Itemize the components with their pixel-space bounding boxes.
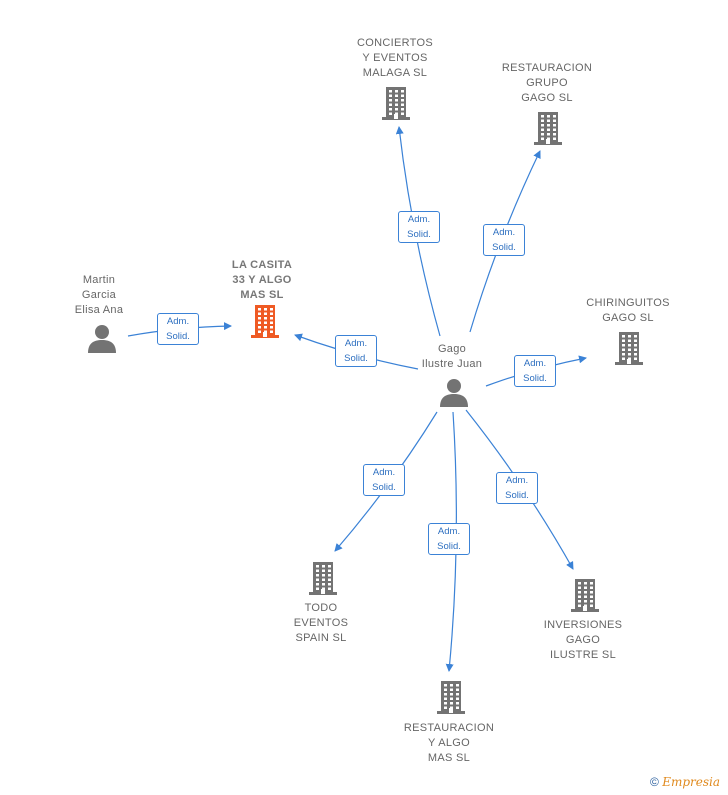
building-icon [380, 85, 412, 126]
node-label: RESTAURACION Y ALGO MAS SL [403, 722, 495, 764]
brand-logo: Empresia [662, 775, 720, 789]
node-label: LA CASITA 33 Y ALGO MAS SL [231, 259, 293, 301]
building-icon [307, 560, 339, 601]
edge-label[interactable]: Adm. Solid. [514, 355, 556, 387]
copyright-icon: © [650, 775, 659, 789]
building-icon [569, 577, 601, 618]
node-label: TODO EVENTOS SPAIN SL [293, 602, 349, 644]
person-icon [87, 323, 117, 358]
edge-label[interactable]: Adm. Solid. [398, 211, 440, 243]
building-icon [532, 110, 564, 151]
edge-label[interactable]: Adm. Solid. [335, 335, 377, 367]
edge-label[interactable]: Adm. Solid. [363, 464, 405, 496]
edge-label[interactable]: Adm. Solid. [496, 472, 538, 504]
node-label: CHIRINGUITOS GAGO SL [586, 297, 670, 324]
building-icon [435, 679, 467, 720]
node-label: RESTAURACION GRUPO GAGO SL [501, 62, 593, 104]
node-label: CONCIERTOS Y EVENTOS MALAGA SL [357, 37, 433, 79]
building-icon [249, 303, 281, 344]
node-label: Gago Ilustre Juan [421, 343, 483, 370]
edge-label[interactable]: Adm. Solid. [428, 523, 470, 555]
footer-credit: © Empresia [650, 775, 720, 789]
person-icon [439, 377, 469, 412]
node-label: Martin Garcia Elisa Ana [74, 274, 124, 316]
edge-label[interactable]: Adm. Solid. [483, 224, 525, 256]
building-icon [613, 330, 645, 371]
node-label: INVERSIONES GAGO ILUSTRE SL [543, 619, 623, 661]
edge-label[interactable]: Adm. Solid. [157, 313, 199, 345]
